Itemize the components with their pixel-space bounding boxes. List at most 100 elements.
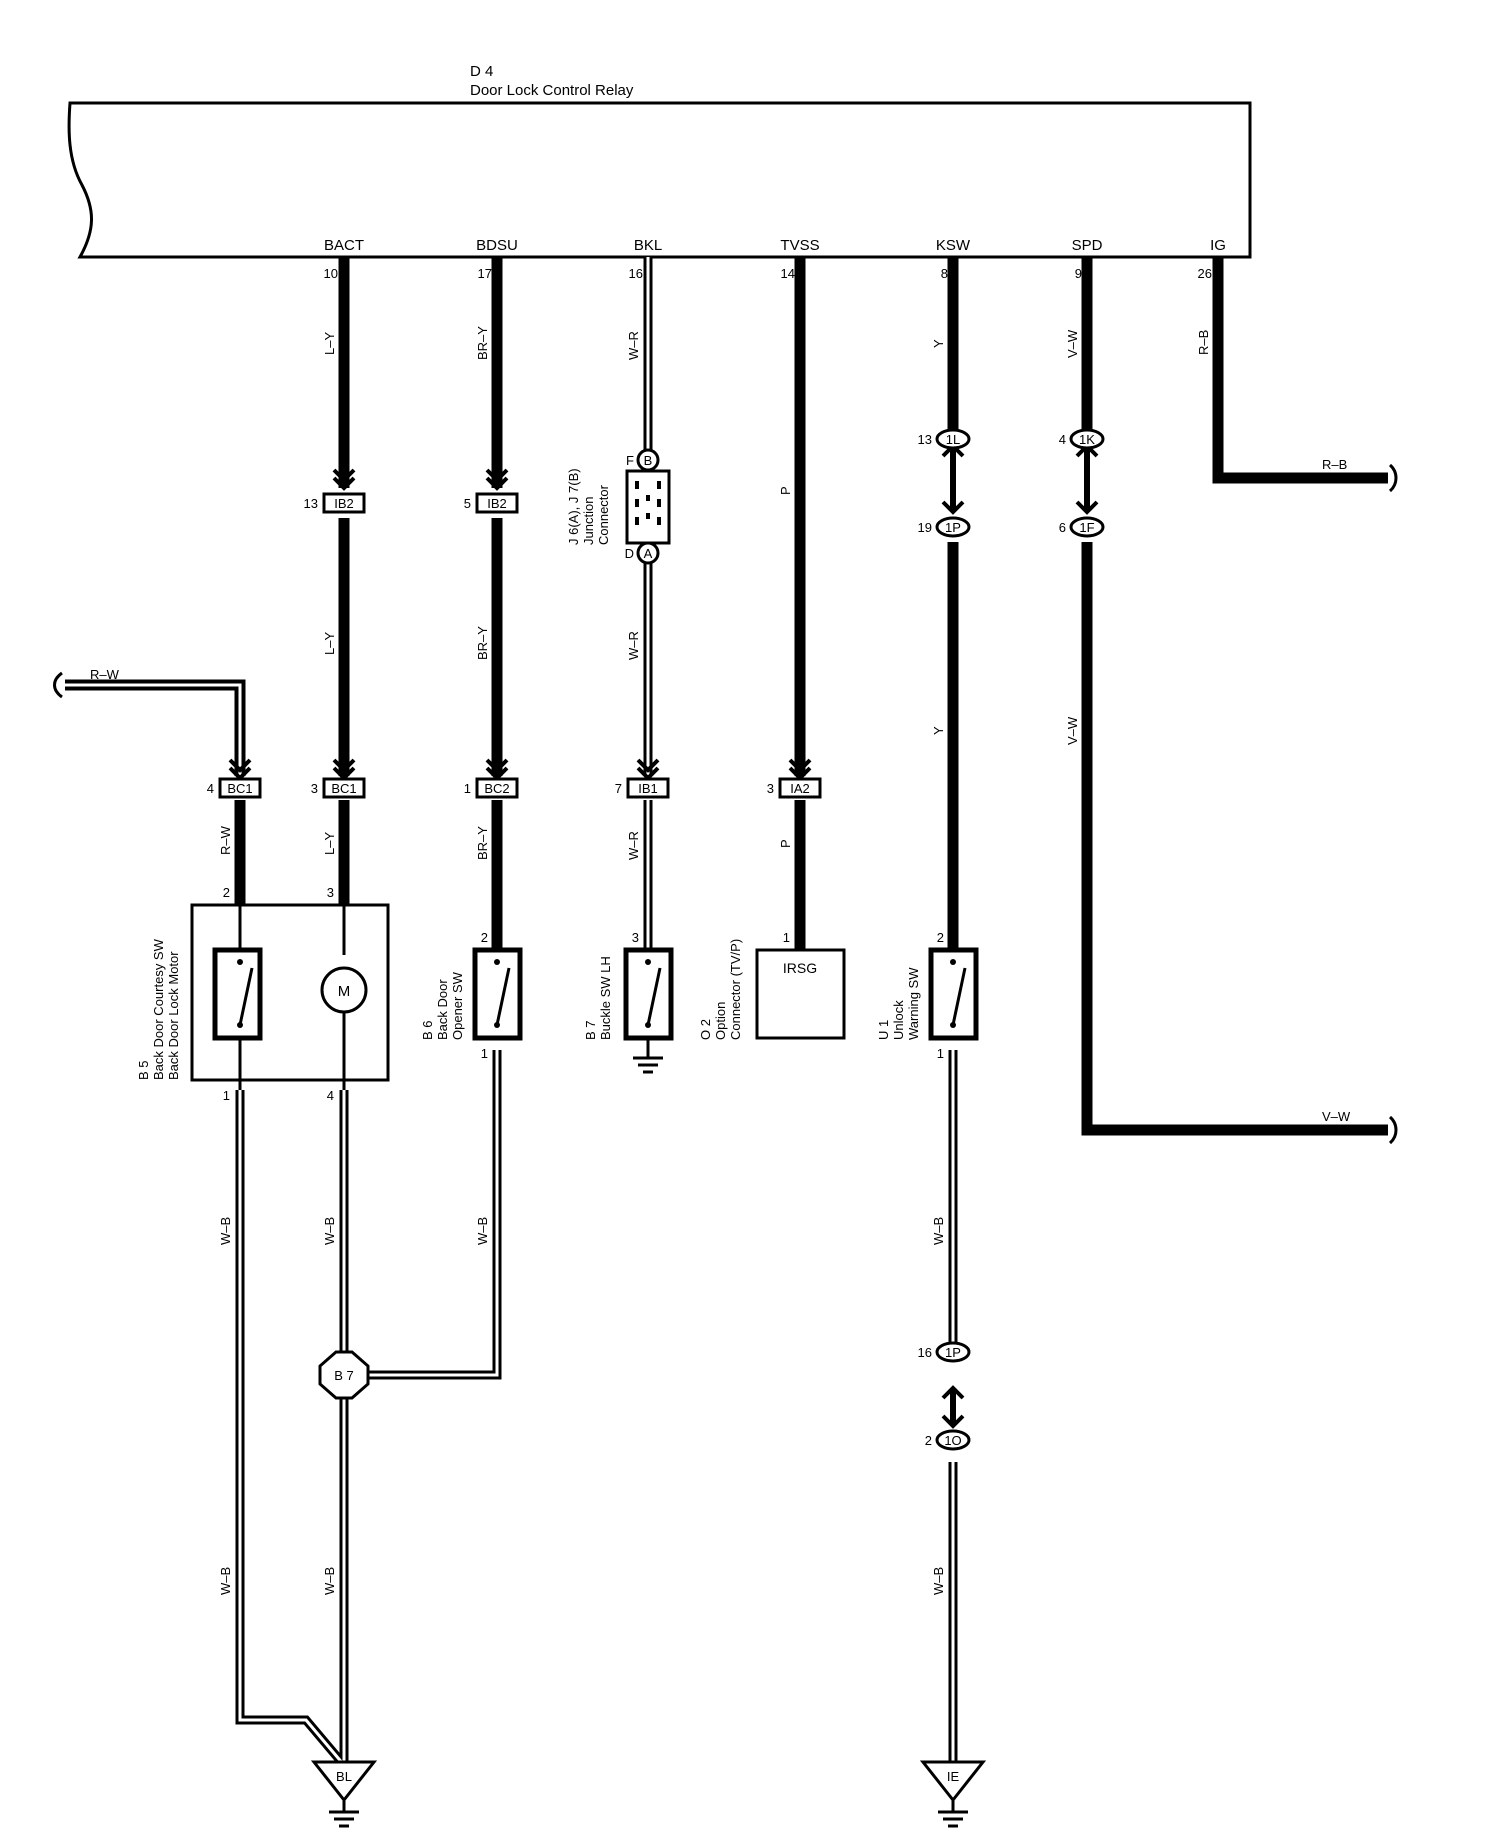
pin-ksw: 8 — [941, 266, 948, 281]
u1-pin-top: 2 — [937, 930, 944, 945]
component-u1: 2 1 U 1 Unlock Warning SW — [876, 930, 979, 1061]
pin-bdsu: 17 — [478, 266, 492, 281]
connector-bc1-b-code: BC1 — [331, 781, 356, 796]
door-lock-control-relay: D 4 Door Lock Control Relay — [67, 63, 1252, 259]
connector-boxes: IB2 13 IB2 5 BC1 4 BC1 3 BC2 1 IB1 7 — [207, 492, 822, 799]
junction-pin-top: F — [626, 453, 634, 468]
b5-pin-a-top: 2 — [223, 885, 230, 900]
b7-pin-top: 3 — [632, 930, 639, 945]
junction-pin-bottom: D — [625, 546, 634, 561]
connector-1f-code: 1F — [1079, 520, 1094, 535]
ground-bl: BL — [310, 1760, 378, 1828]
wire-end-rb — [1388, 463, 1398, 493]
lbl-vw-1: V–W — [1065, 329, 1080, 358]
connector-ia2: IA2 3 — [767, 777, 822, 799]
pin-ig: 26 — [1198, 266, 1212, 281]
b6-id: B 6 — [420, 1020, 435, 1040]
connector-ib2-b-pin: 5 — [464, 496, 471, 511]
component-b5: M 2 3 1 4 B 5 Back Door Courtesy SW Back… — [136, 885, 390, 1103]
b5-pin-a-bot: 1 — [223, 1088, 230, 1103]
connector-1l: 1L 13 — [918, 428, 971, 450]
junction-top-code: B — [644, 453, 653, 468]
lbl-wb-1: W–B — [218, 1217, 233, 1245]
lbl-wb-7: W–B — [931, 1567, 946, 1595]
u1-pin-bot: 1 — [937, 1046, 944, 1061]
connector-1k-pin: 4 — [1059, 432, 1066, 447]
terminal-ksw: KSW — [936, 237, 971, 254]
terminal-bact: BACT — [324, 237, 364, 254]
b7-id: B 7 — [583, 1020, 598, 1040]
lbl-wb-6: W–B — [931, 1217, 946, 1245]
connector-1p-b-code: 1P — [945, 1345, 961, 1360]
lbl-p-1: P — [778, 486, 793, 495]
wire-labels-horizontal: R–W R–B V–W — [90, 457, 1351, 1124]
lbl-p-2: P — [778, 839, 793, 848]
o2-id: O 2 — [698, 1019, 713, 1040]
connector-1l-code: 1L — [946, 432, 960, 447]
connector-bc1-a: BC1 4 — [207, 777, 262, 799]
connector-ia2-pin: 3 — [767, 781, 774, 796]
motor-icon: M — [320, 966, 368, 1014]
connector-1k: 1K 4 — [1059, 428, 1105, 450]
connector-1f-pin: 6 — [1059, 520, 1066, 535]
motor-label: M — [338, 983, 351, 1000]
terminal-ig: IG — [1210, 237, 1226, 254]
component-b6: 2 1 B 6 Back Door Opener SW — [420, 930, 523, 1061]
wire-ends — [53, 463, 1398, 1145]
component-o2: IRSG 1 O 2 Option Connector (TV/P) — [698, 930, 846, 1040]
connector-bc2-pin: 1 — [464, 781, 471, 796]
lbl-rw-2: R–W — [218, 825, 233, 855]
wire-spd-2 — [1081, 542, 1388, 1136]
junction-line2: Junction — [581, 497, 596, 545]
b6-line1: Back Door — [435, 979, 450, 1040]
pin-tvss: 14 — [781, 266, 795, 281]
connector-1p-a-pin: 19 — [918, 520, 932, 535]
lbl-rb-2: R–B — [1322, 457, 1347, 472]
b5-line2: Back Door Lock Motor — [166, 951, 181, 1080]
connector-ia2-code: IA2 — [790, 781, 810, 796]
connector-ib2-b: IB2 5 — [464, 492, 519, 514]
connector-1k-code: 1K — [1079, 432, 1095, 447]
connector-ib2-b-code: IB2 — [487, 496, 507, 511]
connector-1f: 1F 6 — [1059, 516, 1105, 538]
o2-line2: Connector (TV/P) — [728, 939, 743, 1040]
connector-bc1-a-code: BC1 — [227, 781, 252, 796]
lbl-wr-1: W–R — [626, 331, 641, 360]
connector-1p-a: 1P 19 — [918, 516, 971, 538]
connector-bc2-code: BC2 — [484, 781, 509, 796]
b7-line1: Buckle SW LH — [598, 956, 613, 1040]
oval-connectors: 1L 13 1P 19 1K 4 1F 6 1P 16 1O 2 — [918, 428, 1105, 1451]
courtesy-switch — [212, 947, 263, 1041]
b5-pin-b-top: 3 — [327, 885, 334, 900]
wire-ig — [1212, 257, 1388, 484]
arrow-stems — [950, 448, 1090, 1424]
o2-pin-top: 1 — [783, 930, 790, 945]
connector-ib1-code: IB1 — [638, 781, 658, 796]
ground-icon — [633, 1038, 663, 1074]
connector-ib2-a-code: IB2 — [334, 496, 354, 511]
b5-id: B 5 — [136, 1060, 151, 1080]
lbl-ly-1: L–Y — [322, 332, 337, 355]
connector-bc1-a-pin: 4 — [207, 781, 214, 796]
relay-body — [67, 101, 1252, 259]
b6-line2: Opener SW — [450, 971, 465, 1040]
connector-ib1: IB1 7 — [615, 777, 670, 799]
lbl-vw-3: V–W — [1322, 1109, 1351, 1124]
lbl-wb-2: W–B — [218, 1567, 233, 1595]
relay-id: D 4 — [470, 63, 493, 80]
lbl-y-1: Y — [931, 339, 946, 348]
junction-connector: B A F D J 6(A), J 7(B) Junction Connecto… — [566, 448, 671, 565]
ground-bl-label: BL — [336, 1769, 352, 1784]
ground-ie-label: IE — [947, 1769, 960, 1784]
lbl-wr-2: W–R — [626, 631, 641, 660]
junction-bottom-code: A — [644, 546, 653, 561]
wire-end-rw — [53, 671, 63, 699]
lbl-wb-5: W–B — [475, 1217, 490, 1245]
lbl-bry-3: BR–Y — [475, 826, 490, 860]
o2-box-label: IRSG — [783, 960, 817, 976]
relay-pin-numbers: 10 17 16 14 8 9 26 — [324, 266, 1212, 281]
thick-wires — [338, 257, 1388, 1136]
lbl-vw-2: V–W — [1065, 716, 1080, 745]
b6-pin-top: 2 — [481, 930, 488, 945]
u1-line1: Unlock — [891, 1000, 906, 1040]
